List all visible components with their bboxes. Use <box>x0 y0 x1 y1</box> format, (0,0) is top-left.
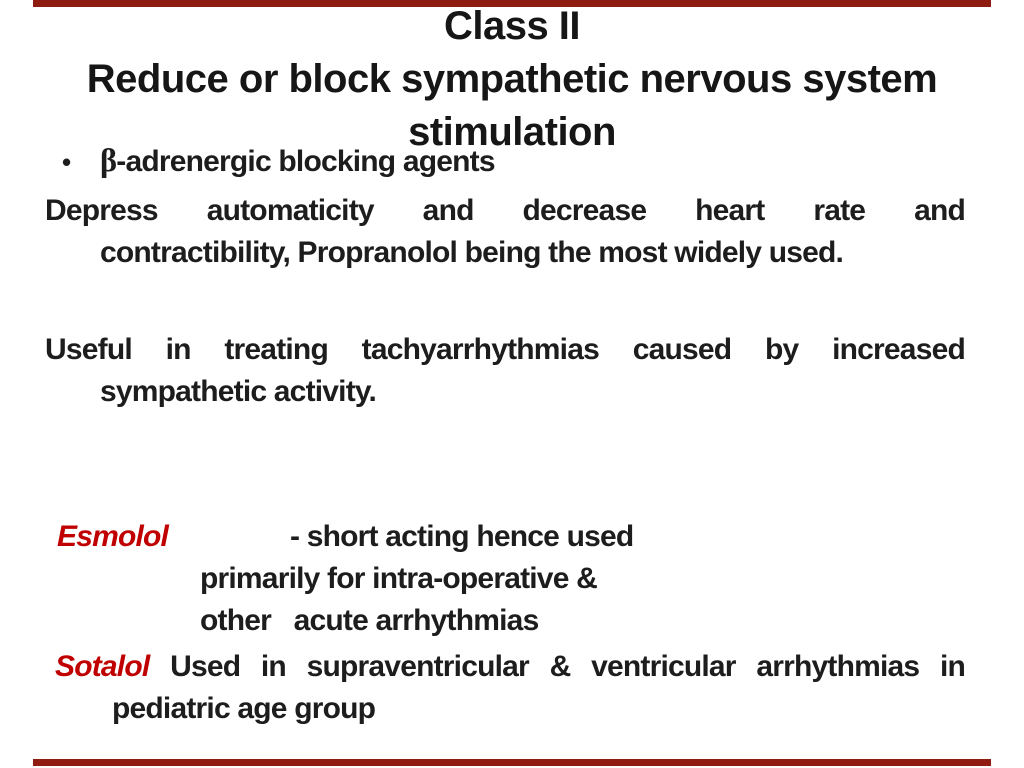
slide-title: Class II Reduce or block sympathetic ner… <box>0 0 1024 159</box>
esmolol-line-2: primarily for intra-operative & <box>200 562 598 595</box>
esmolol-line-3: other acute arrhythmias <box>200 604 539 637</box>
esmolol-line-1: Esmolol - short acting hence used <box>45 516 965 558</box>
sotalol-line-2: pediatric age group <box>112 692 376 725</box>
paragraph-esmolol: Esmolol - short acting hence used primari… <box>45 516 965 642</box>
useful-line-1: Useful in treating tachyarrhythmias caus… <box>45 333 966 366</box>
bullet-item-beta-blockers: • β-adrenergic blocking agents <box>62 140 965 183</box>
useful-line-2: sympathetic activity. <box>100 375 377 408</box>
paragraph-useful: Useful in treating tachyarrhythmias caus… <box>45 329 966 413</box>
depress-line-2: contractibility, Propranolol being the m… <box>100 236 844 269</box>
paragraph-sotalol: Sotalol Used in supraventricular & ventr… <box>45 646 966 730</box>
bullet-text: -adrenergic blocking agents <box>116 145 495 178</box>
top-accent-bar <box>33 0 991 7</box>
sotalol-drug-name: Sotalol <box>55 650 150 683</box>
depress-line-1: Depress automaticity and decrease heart … <box>45 194 966 227</box>
bottom-accent-bar <box>33 759 991 766</box>
sotalol-usage-text: Used in supraventricular & ventricular a… <box>170 650 966 683</box>
title-line-reduce: Reduce or block sympathetic nervous syst… <box>86 57 938 101</box>
beta-greek-symbol: β <box>100 143 117 179</box>
bullet-icon: • <box>62 147 71 177</box>
paragraph-depress: Depress automaticity and decrease heart … <box>45 190 966 274</box>
esmolol-drug-name: Esmolol <box>57 520 169 553</box>
title-line-stimulation: stimulation <box>408 110 616 154</box>
title-line-class: Class II <box>443 4 581 48</box>
esmolol-short-acting-text: - short acting hence used <box>290 520 634 553</box>
sotalol-line-1: Sotalol Used in supraventricular & ventr… <box>45 646 966 688</box>
